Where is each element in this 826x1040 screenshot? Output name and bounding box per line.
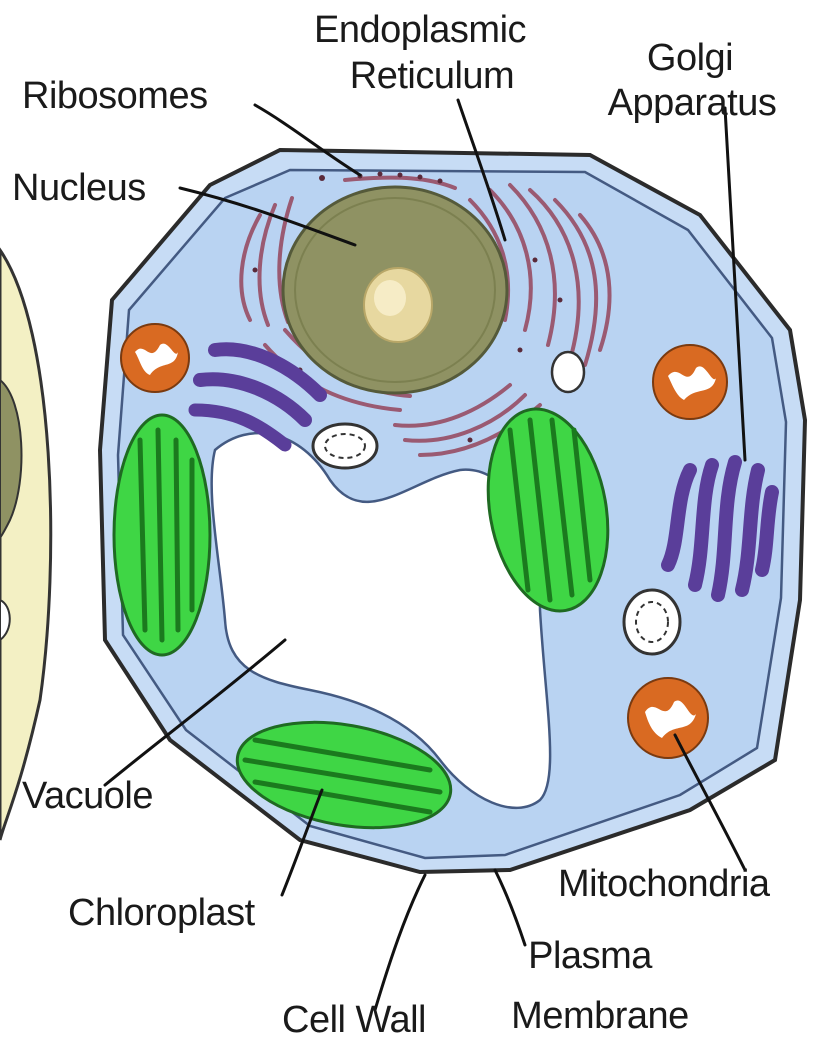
label-nucleus: Nucleus <box>12 167 146 209</box>
neighbor-cell <box>0 250 51 840</box>
chloroplast-left <box>114 415 210 655</box>
mitochondrion-bottom-right <box>628 678 708 758</box>
label-chloroplast: Chloroplast <box>68 892 256 934</box>
label-er-line1: Endoplasmic <box>314 9 526 51</box>
label-golgi-line1: Golgi <box>647 37 733 79</box>
label-golgi-line2: Apparatus <box>608 82 777 124</box>
label-ribosomes: Ribosomes <box>22 75 208 117</box>
label-plasma-line2: Membrane <box>511 995 689 1037</box>
nucleus <box>283 187 507 393</box>
mitochondrion-top-right <box>653 345 727 419</box>
label-cell-wall: Cell Wall <box>282 999 426 1040</box>
label-er-line2: Reticulum <box>350 55 514 97</box>
label-mitochondria: Mitochondria <box>558 863 771 905</box>
label-vacuole: Vacuole <box>22 775 153 817</box>
mitochondrion-top-left <box>121 324 189 392</box>
label-plasma-line1: Plasma <box>528 935 653 977</box>
